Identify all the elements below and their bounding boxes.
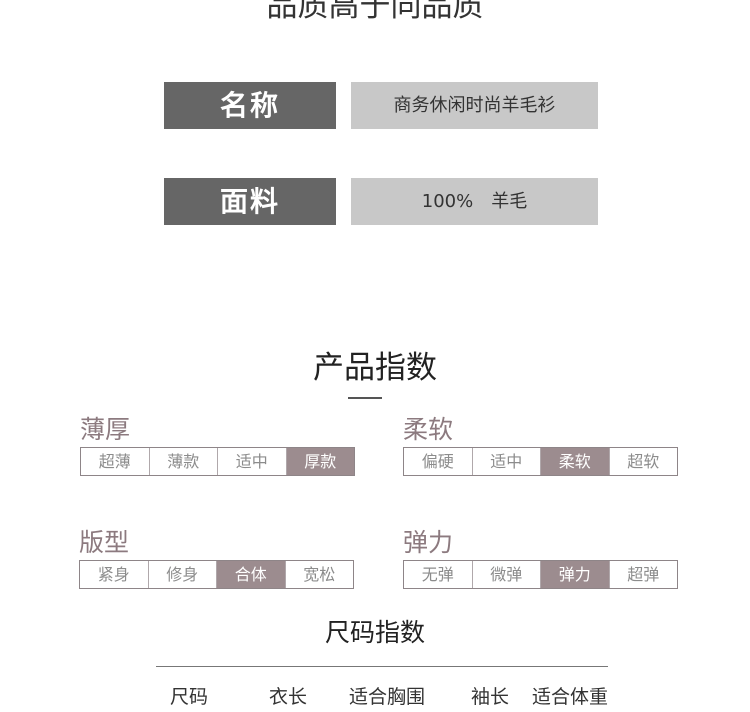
size-header-size: 尺码 xyxy=(170,686,209,708)
spec-material-value: 100% 羊毛 xyxy=(351,178,598,225)
size-header-length: 衣长 xyxy=(269,686,308,708)
size-table-rule xyxy=(156,666,608,667)
scale-option: 偏硬 xyxy=(404,448,473,475)
title-underline xyxy=(348,397,382,399)
scale-option: 薄款 xyxy=(150,448,218,475)
index-label-thickness: 薄厚 xyxy=(80,415,131,444)
scale-option: 合体 xyxy=(217,561,286,588)
index-group-softness: 柔软 偏硬 适中 柔软 超软 xyxy=(403,415,678,476)
scale-option: 适中 xyxy=(218,448,287,475)
scale-option: 超弹 xyxy=(627,565,660,584)
size-header-sleeve: 袖长 xyxy=(471,686,510,708)
scale-option: 无弹 xyxy=(404,561,473,588)
index-group-fit: 版型 紧身 修身 合体 宽松 xyxy=(79,528,354,589)
index-group-elasticity: 弹力 无弹 微弹 弹力 超弹 xyxy=(403,528,678,589)
scale-option: 微弹 xyxy=(473,561,541,588)
spec-material-label: 面料 xyxy=(164,178,336,225)
scale-softness: 偏硬 适中 柔软 超软 xyxy=(403,447,678,476)
scale-option: 修身 xyxy=(149,561,217,588)
scale-option: 紧身 xyxy=(80,561,149,588)
scale-option: 宽松 xyxy=(303,565,336,584)
scale-thickness: 超薄 薄款 适中 厚款 xyxy=(80,447,355,476)
size-index-title: 尺码指数 xyxy=(324,618,425,647)
scale-option: 弹力 xyxy=(541,561,610,588)
scale-elasticity: 无弹 微弹 弹力 超弹 xyxy=(403,560,678,589)
spec-name-label: 名称 xyxy=(164,82,336,129)
scale-option: 柔软 xyxy=(541,448,610,475)
size-header-chest: 适合胸围 xyxy=(349,686,426,708)
page-title: 品质高于同品质 xyxy=(266,0,484,24)
spec-name-value: 商务休闲时尚羊毛衫 xyxy=(351,82,598,129)
scale-option: 厚款 xyxy=(286,448,354,475)
index-group-thickness: 薄厚 超薄 薄款 适中 厚款 xyxy=(80,415,355,476)
scale-fit: 紧身 修身 合体 宽松 xyxy=(79,560,354,589)
scale-option: 超软 xyxy=(627,452,660,471)
index-label-softness: 柔软 xyxy=(403,415,454,444)
index-label-fit: 版型 xyxy=(79,528,130,557)
product-index-title: 产品指数 xyxy=(313,350,437,386)
index-label-elasticity: 弹力 xyxy=(403,528,454,557)
size-header-weight: 适合体重 xyxy=(532,686,609,708)
scale-option: 超薄 xyxy=(81,448,150,475)
scale-option: 适中 xyxy=(473,448,541,475)
